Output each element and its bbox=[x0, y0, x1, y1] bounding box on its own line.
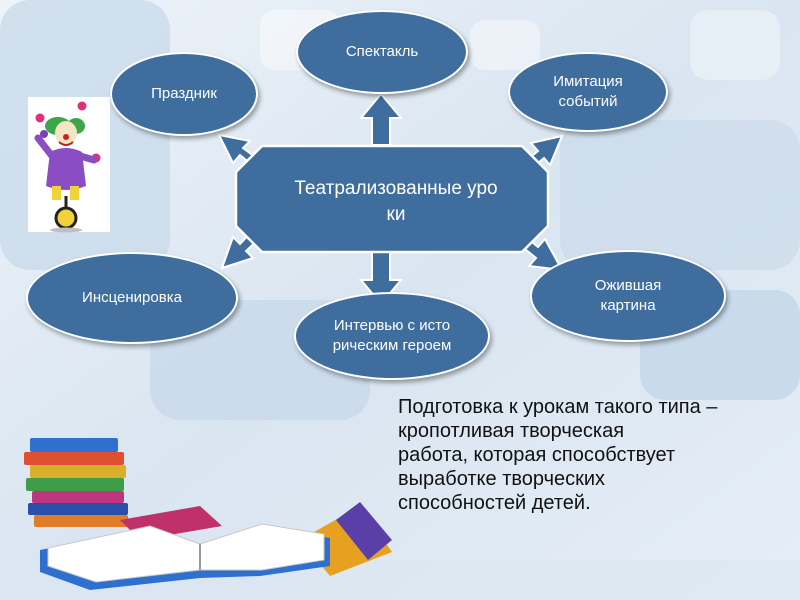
node-living-picture-label: Ожившая картина bbox=[594, 277, 662, 314]
note-line-4: выработке творческих bbox=[398, 468, 606, 490]
node-staging: Инсценировка bbox=[26, 252, 238, 344]
center-node: Театрализованные уроки bbox=[258, 160, 534, 244]
juggling-clown-icon bbox=[28, 97, 110, 233]
center-octagon bbox=[234, 144, 550, 254]
arrow-up bbox=[358, 92, 404, 146]
node-holiday-label: Праздник bbox=[151, 85, 217, 102]
note-line-5: способностей детей. bbox=[398, 492, 591, 514]
note-line-3: работа, которая способствует bbox=[398, 444, 676, 466]
node-interview: Интервью с историческим героем bbox=[294, 292, 490, 380]
node-interview-label: Интервью с историческим героем bbox=[332, 317, 452, 354]
note-text: Подготовка к урокам такого типа – кропот… bbox=[398, 395, 798, 515]
node-spectacle-label: Спектакль bbox=[345, 43, 419, 60]
node-spectacle: Спектакль bbox=[296, 10, 468, 94]
node-imitation-label: Имитация событий bbox=[553, 73, 623, 110]
center-node-label: Театрализованные уроки bbox=[294, 178, 498, 225]
books-stack-icon bbox=[24, 438, 392, 590]
node-staging-label: Инсценировка bbox=[82, 289, 182, 306]
note-line-1: Подготовка к урокам такого типа – bbox=[398, 396, 718, 418]
node-imitation: Имитация событий bbox=[508, 52, 668, 132]
node-holiday: Праздник bbox=[110, 52, 258, 136]
note-line-2: кропотливая творческая bbox=[398, 420, 625, 442]
node-living-picture: Ожившая картина bbox=[530, 250, 726, 342]
